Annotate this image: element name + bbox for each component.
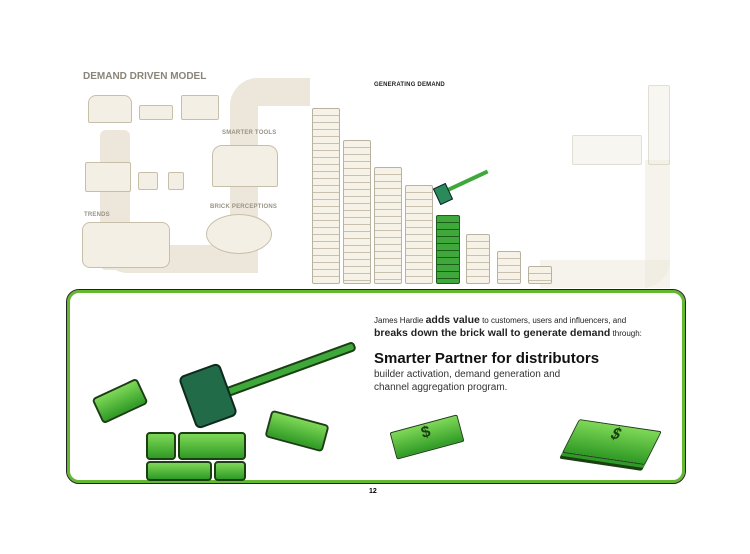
pipe-top bbox=[230, 78, 310, 106]
trends-label: TRENDS bbox=[84, 212, 110, 218]
house-small-icon bbox=[168, 172, 184, 190]
brick-column bbox=[497, 251, 521, 284]
callout-box bbox=[66, 289, 686, 484]
toolbox-icon bbox=[212, 145, 278, 187]
house-small-icon bbox=[138, 172, 158, 190]
brick-column bbox=[312, 108, 340, 284]
brick-column bbox=[343, 140, 371, 284]
brick-wall bbox=[146, 432, 176, 460]
callout-intro: James Hardie adds value to customers, us… bbox=[374, 314, 642, 339]
callout-body: builder activation, demand generation an… bbox=[374, 369, 561, 393]
brick-wall bbox=[214, 461, 246, 481]
page-title: DEMAND DRIVEN MODEL bbox=[83, 71, 207, 82]
brick-column bbox=[374, 167, 402, 284]
section-title: GENERATING DEMAND bbox=[374, 82, 445, 88]
brick-wall bbox=[178, 432, 246, 460]
brick-perceptions-label: BRICK PERCEPTIONS bbox=[210, 204, 278, 210]
brick-column bbox=[466, 234, 490, 284]
pipe-right-up bbox=[645, 160, 670, 288]
houses-icon bbox=[181, 95, 219, 120]
page-number: 12 bbox=[369, 488, 377, 495]
brick-wall bbox=[146, 461, 212, 481]
brick-column-green bbox=[436, 215, 460, 284]
toolbox-icon bbox=[88, 95, 132, 123]
smarter-tools-label: SMARTER TOOLS bbox=[222, 130, 277, 136]
skyscraper-icon bbox=[648, 85, 670, 165]
brick-column bbox=[405, 185, 433, 284]
callout-heading: Smarter Partner for distributors bbox=[374, 350, 600, 367]
brick-column bbox=[528, 266, 552, 284]
thought-bubble-icon bbox=[206, 214, 272, 254]
store-icon bbox=[139, 105, 173, 120]
table-icon bbox=[82, 222, 170, 268]
houses-faint-icon bbox=[572, 135, 642, 165]
house-icon bbox=[85, 162, 131, 192]
